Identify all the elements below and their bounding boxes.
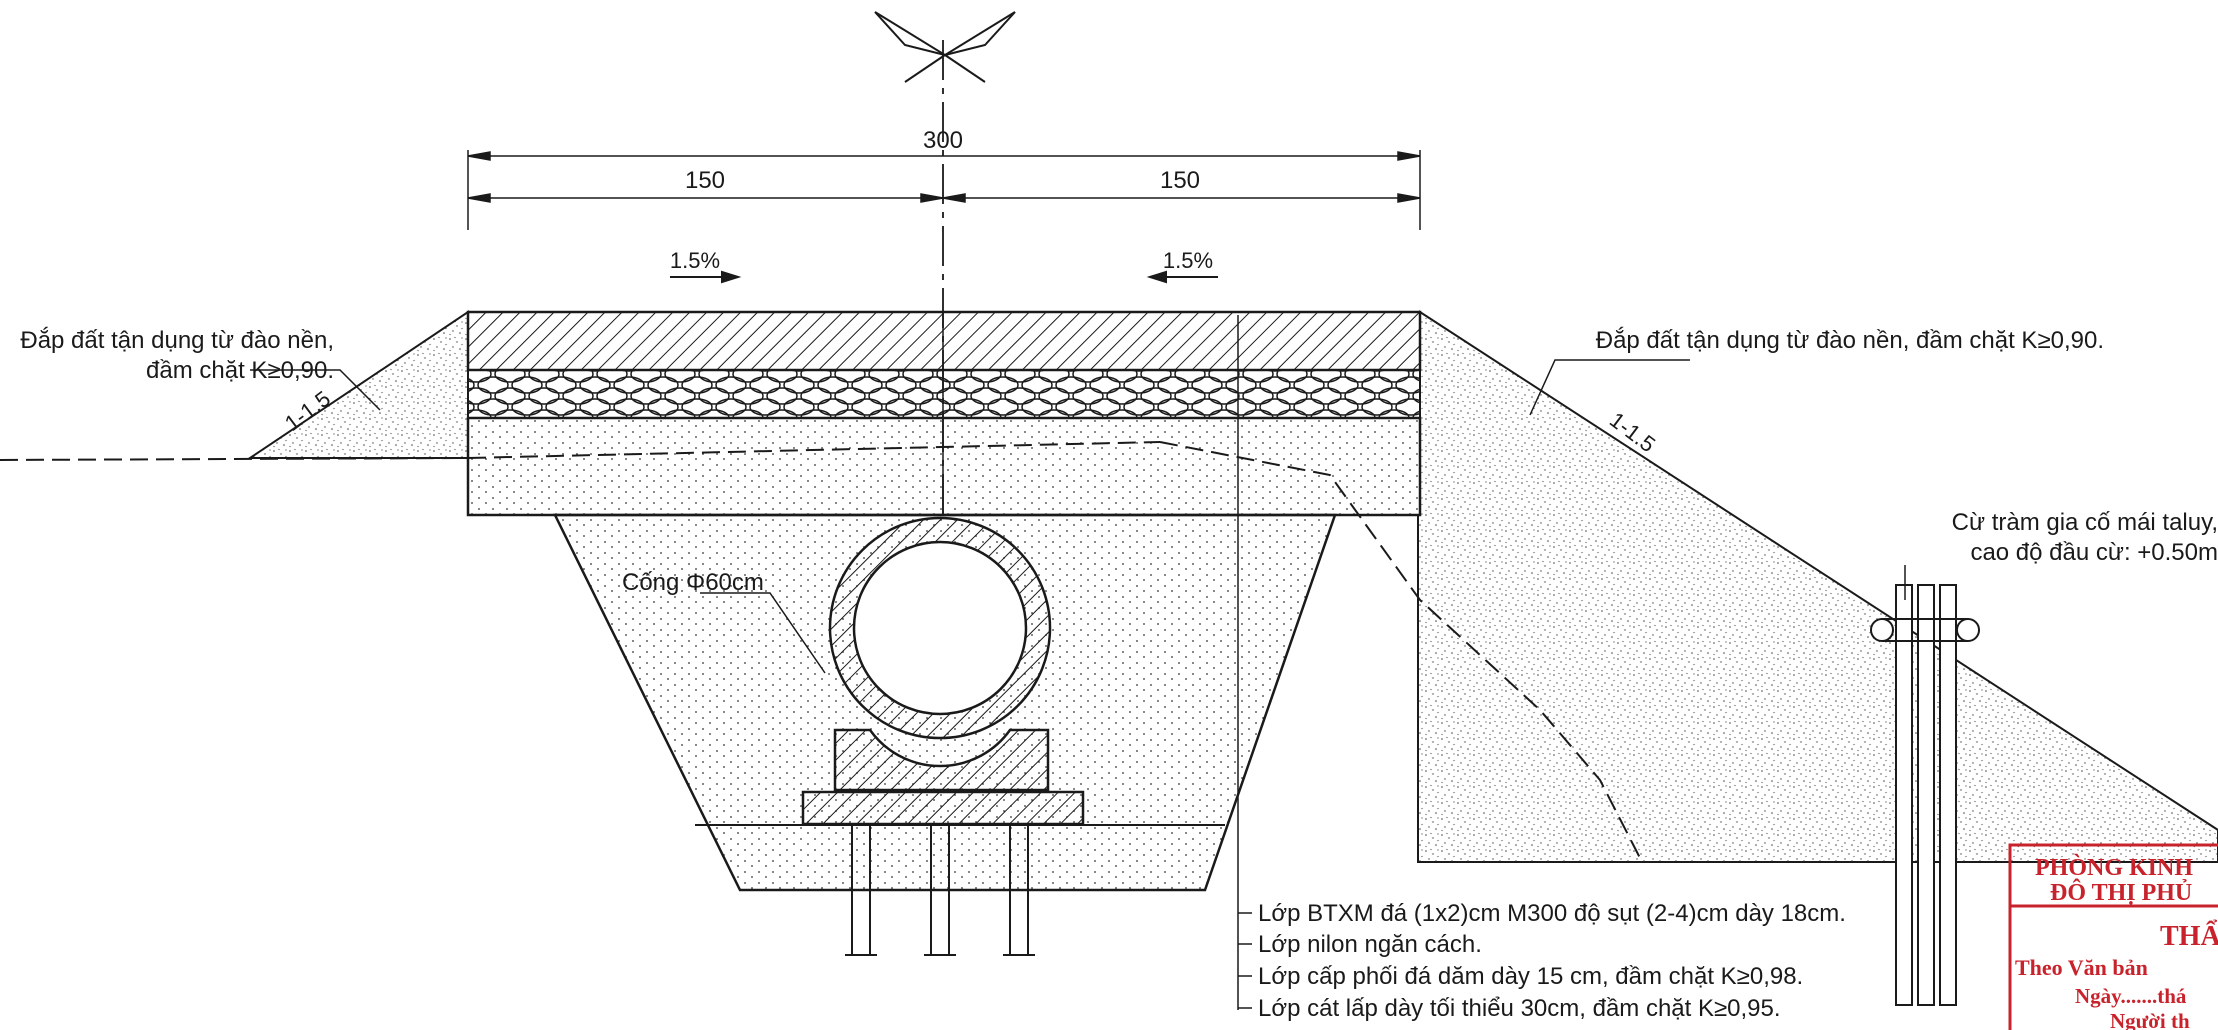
stamp-line-6: Người th <box>2110 1009 2190 1030</box>
culvert-piles <box>845 826 1035 956</box>
dimension-lines <box>467 150 1421 230</box>
piles-label-1: Cừ tràm gia cố mái taluy, <box>1952 509 2218 536</box>
approval-stamp: PHÒNG KINH ĐÔ THỊ PHỦ THẨ Theo Văn bản N… <box>2008 843 2218 1030</box>
layer-label-concrete: Lớp BTXM đá (1x2)cm M300 độ sụt (2-4)cm … <box>1258 900 1846 927</box>
fill-left-label-1: Đắp đất tận dụng từ đào nền, <box>20 327 334 354</box>
crossfall-left-label: 1.5% <box>670 248 720 273</box>
culvert-pipe <box>828 516 1052 740</box>
layer-label-nilon: Lớp nilon ngăn cách. <box>1258 931 1482 958</box>
stamp-line-5: Ngày.......thá <box>2075 984 2187 1008</box>
sand-layer <box>466 416 1422 517</box>
piles-label-2: cao độ đầu cừ: +0.50m <box>1970 539 2218 566</box>
fill-left-label-2: đầm chặt K≥0,90. <box>146 357 334 384</box>
stamp-line-2: ĐÔ THỊ PHỦ <box>2050 879 2192 906</box>
crushed-stone-layer <box>467 369 1421 419</box>
fill-right-label: Đắp đất tận dụng từ đào nền, đầm chặt K≥… <box>1596 327 2104 354</box>
culvert-label: Cống Φ60cm <box>622 569 764 596</box>
existing-ground-line <box>0 441 2218 863</box>
right-embankment-fill <box>1417 310 2218 863</box>
annotation-leaders <box>250 359 1906 674</box>
dimension-right: 150 <box>1160 167 1200 194</box>
dimension-left: 150 <box>685 167 725 194</box>
layer-leaders <box>1237 315 1252 1010</box>
crossfall-arrows <box>670 270 1218 284</box>
pipe-footing <box>801 790 1085 826</box>
crossfall-right-label: 1.5% <box>1163 248 1213 273</box>
slope-piles <box>1870 584 1980 1006</box>
concrete-layer <box>466 310 1422 372</box>
pipe-cradle <box>833 728 1050 792</box>
centerline-symbol <box>874 11 1016 83</box>
layer-label-crushed-stone: Lớp cấp phối đá dăm dày 15 cm, đầm chặt … <box>1258 963 1803 990</box>
layer-label-sand: Lớp cát lấp dày tối thiểu 30cm, đầm chặt… <box>1258 995 1781 1022</box>
stamp-line-4: Theo Văn bản <box>2015 955 2148 980</box>
stamp-line-1: PHÒNG KINH <box>2035 854 2193 881</box>
stamp-line-3: THẨ <box>2160 920 2218 952</box>
dimension-total: 300 <box>923 127 963 154</box>
